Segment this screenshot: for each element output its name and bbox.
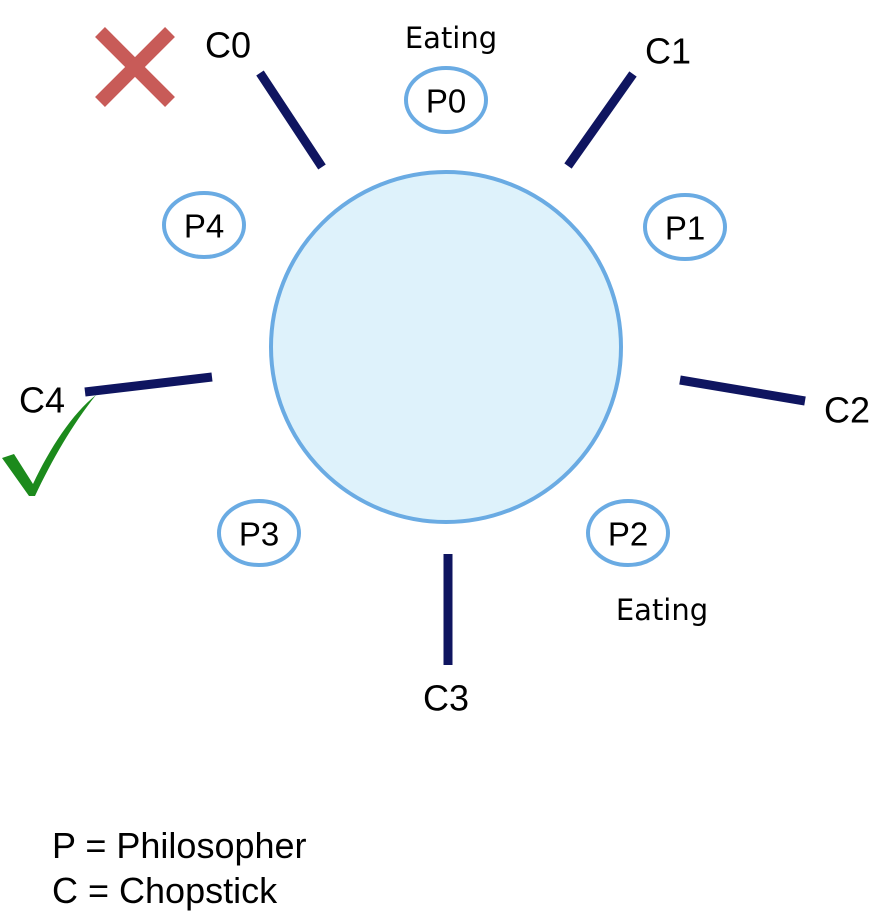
philosopher-p4: P4 xyxy=(162,191,246,259)
chopstick-c0 xyxy=(256,70,326,170)
philosopher-p0: P0 xyxy=(404,66,488,134)
philosopher-label: P0 xyxy=(426,83,466,120)
philosopher-label: P2 xyxy=(608,516,648,553)
table xyxy=(269,170,623,524)
legend-philosopher: P = Philosopher xyxy=(52,825,307,866)
chopstick-c2 xyxy=(679,375,806,406)
status-p2: Eating xyxy=(616,593,708,627)
chopstick-label-c2: C2 xyxy=(824,390,870,431)
chopstick-label-c1: C1 xyxy=(645,31,691,72)
chopstick-label-c0: C0 xyxy=(205,25,251,66)
philosopher-p2: P2 xyxy=(586,499,670,567)
philosopher-p3: P3 xyxy=(217,499,301,567)
philosopher-p1: P1 xyxy=(643,193,727,261)
chopstick-c1 xyxy=(564,71,637,169)
chopstick-label-c3: C3 xyxy=(423,678,469,719)
legend-chopstick: C = Chopstick xyxy=(52,870,278,911)
chopstick-c4 xyxy=(84,372,213,397)
philosopher-label: P4 xyxy=(184,208,224,245)
chopstick-label-c4: C4 xyxy=(19,380,65,421)
cross-icon xyxy=(95,27,175,107)
checkmark-icon xyxy=(2,395,96,496)
philosopher-label: P3 xyxy=(239,516,279,553)
philosopher-label: P1 xyxy=(665,210,705,247)
status-p0: Eating xyxy=(405,21,497,55)
